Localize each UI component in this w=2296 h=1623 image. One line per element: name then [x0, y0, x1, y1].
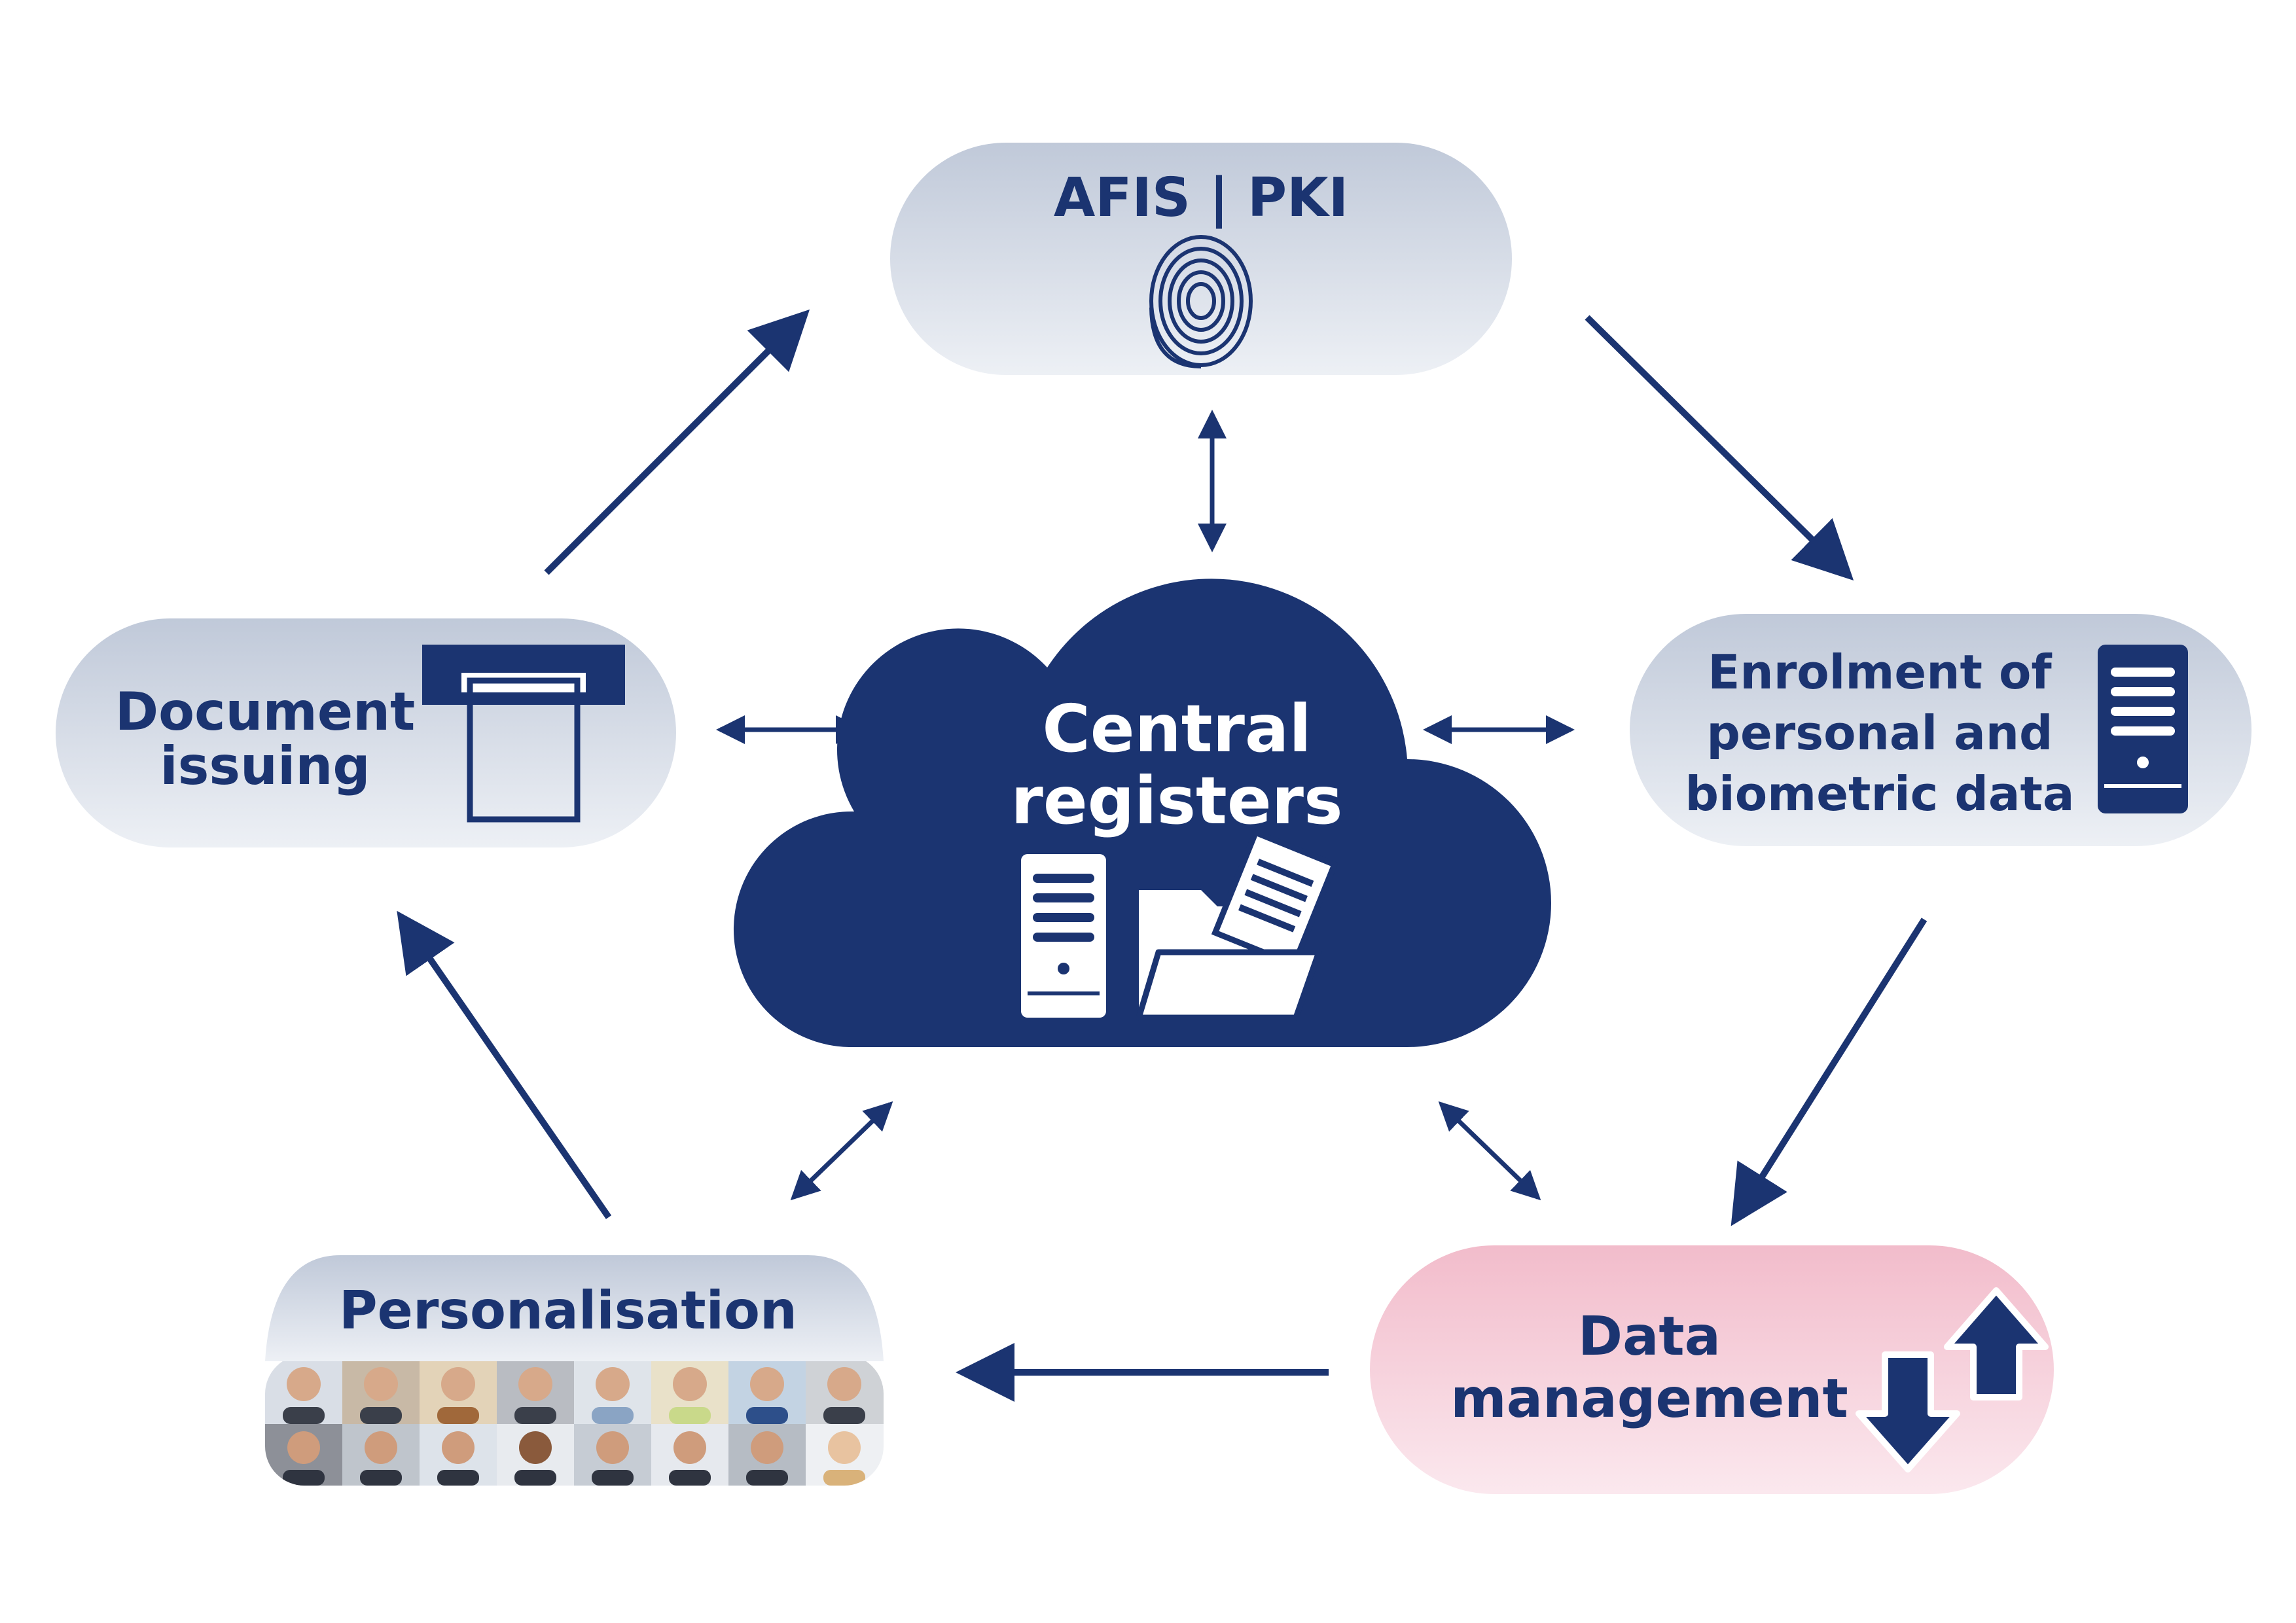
- arrow-personalisation-to-document-issuing: [397, 910, 612, 1219]
- document-issuing-label-line2: issuing: [160, 736, 370, 796]
- document-issuing-node: Document issuing: [56, 618, 676, 847]
- portrait-grid: [265, 1361, 884, 1486]
- central-label-line2: registers: [1011, 762, 1343, 839]
- fingerprint-icon: [1149, 235, 1253, 368]
- arrow-enrolment-to-data-management: [1731, 918, 1928, 1226]
- portrait-row-1: [265, 1361, 884, 1424]
- cloud-server-icon: [1021, 854, 1106, 1018]
- portrait-row-2: [265, 1424, 884, 1486]
- enrolment-node: Enrolment of personal and biometric data: [1630, 614, 2251, 846]
- data-management-label-line1: Data: [1578, 1306, 1721, 1368]
- connector-personalisation-central: [790, 1101, 893, 1201]
- enrolment-label-line3: biometric data: [1685, 766, 2074, 821]
- afis-label: AFIS | PKI: [1054, 167, 1348, 230]
- personalisation-label: Personalisation: [339, 1280, 797, 1341]
- up-down-arrows-icon: [1856, 1287, 2049, 1472]
- cloud-shape: [733, 579, 1551, 1047]
- central-registers-cloud: Central registers: [733, 579, 1551, 1047]
- afis-pki-node: AFIS | PKI: [890, 143, 1512, 375]
- data-management-label-line2: management: [1450, 1368, 1848, 1430]
- enrolment-label-line2: personal and: [1706, 705, 2053, 760]
- data-management-node: Data management: [1370, 1245, 2054, 1494]
- server-icon: [2098, 645, 2188, 813]
- personalisation-pill: [265, 1255, 884, 1361]
- document-issuing-label-line1: Document: [115, 681, 416, 742]
- arrow-document-issuing-to-afis: [544, 309, 810, 575]
- enrolment-pill: [1630, 614, 2251, 846]
- center-connectors: [716, 410, 1575, 1201]
- arrow-afis-to-enrolment: [1585, 315, 1854, 581]
- central-label-line1: Central: [1042, 690, 1311, 767]
- enrolment-label-line1: Enrolment of: [1708, 645, 2052, 700]
- card-slot-icon: [422, 645, 625, 823]
- connector-central-data-management: [1438, 1101, 1541, 1201]
- cycle-arrows: [397, 309, 1928, 1402]
- folder-document-icon: [1136, 829, 1338, 1021]
- personalisation-node: Personalisation: [265, 1255, 884, 1486]
